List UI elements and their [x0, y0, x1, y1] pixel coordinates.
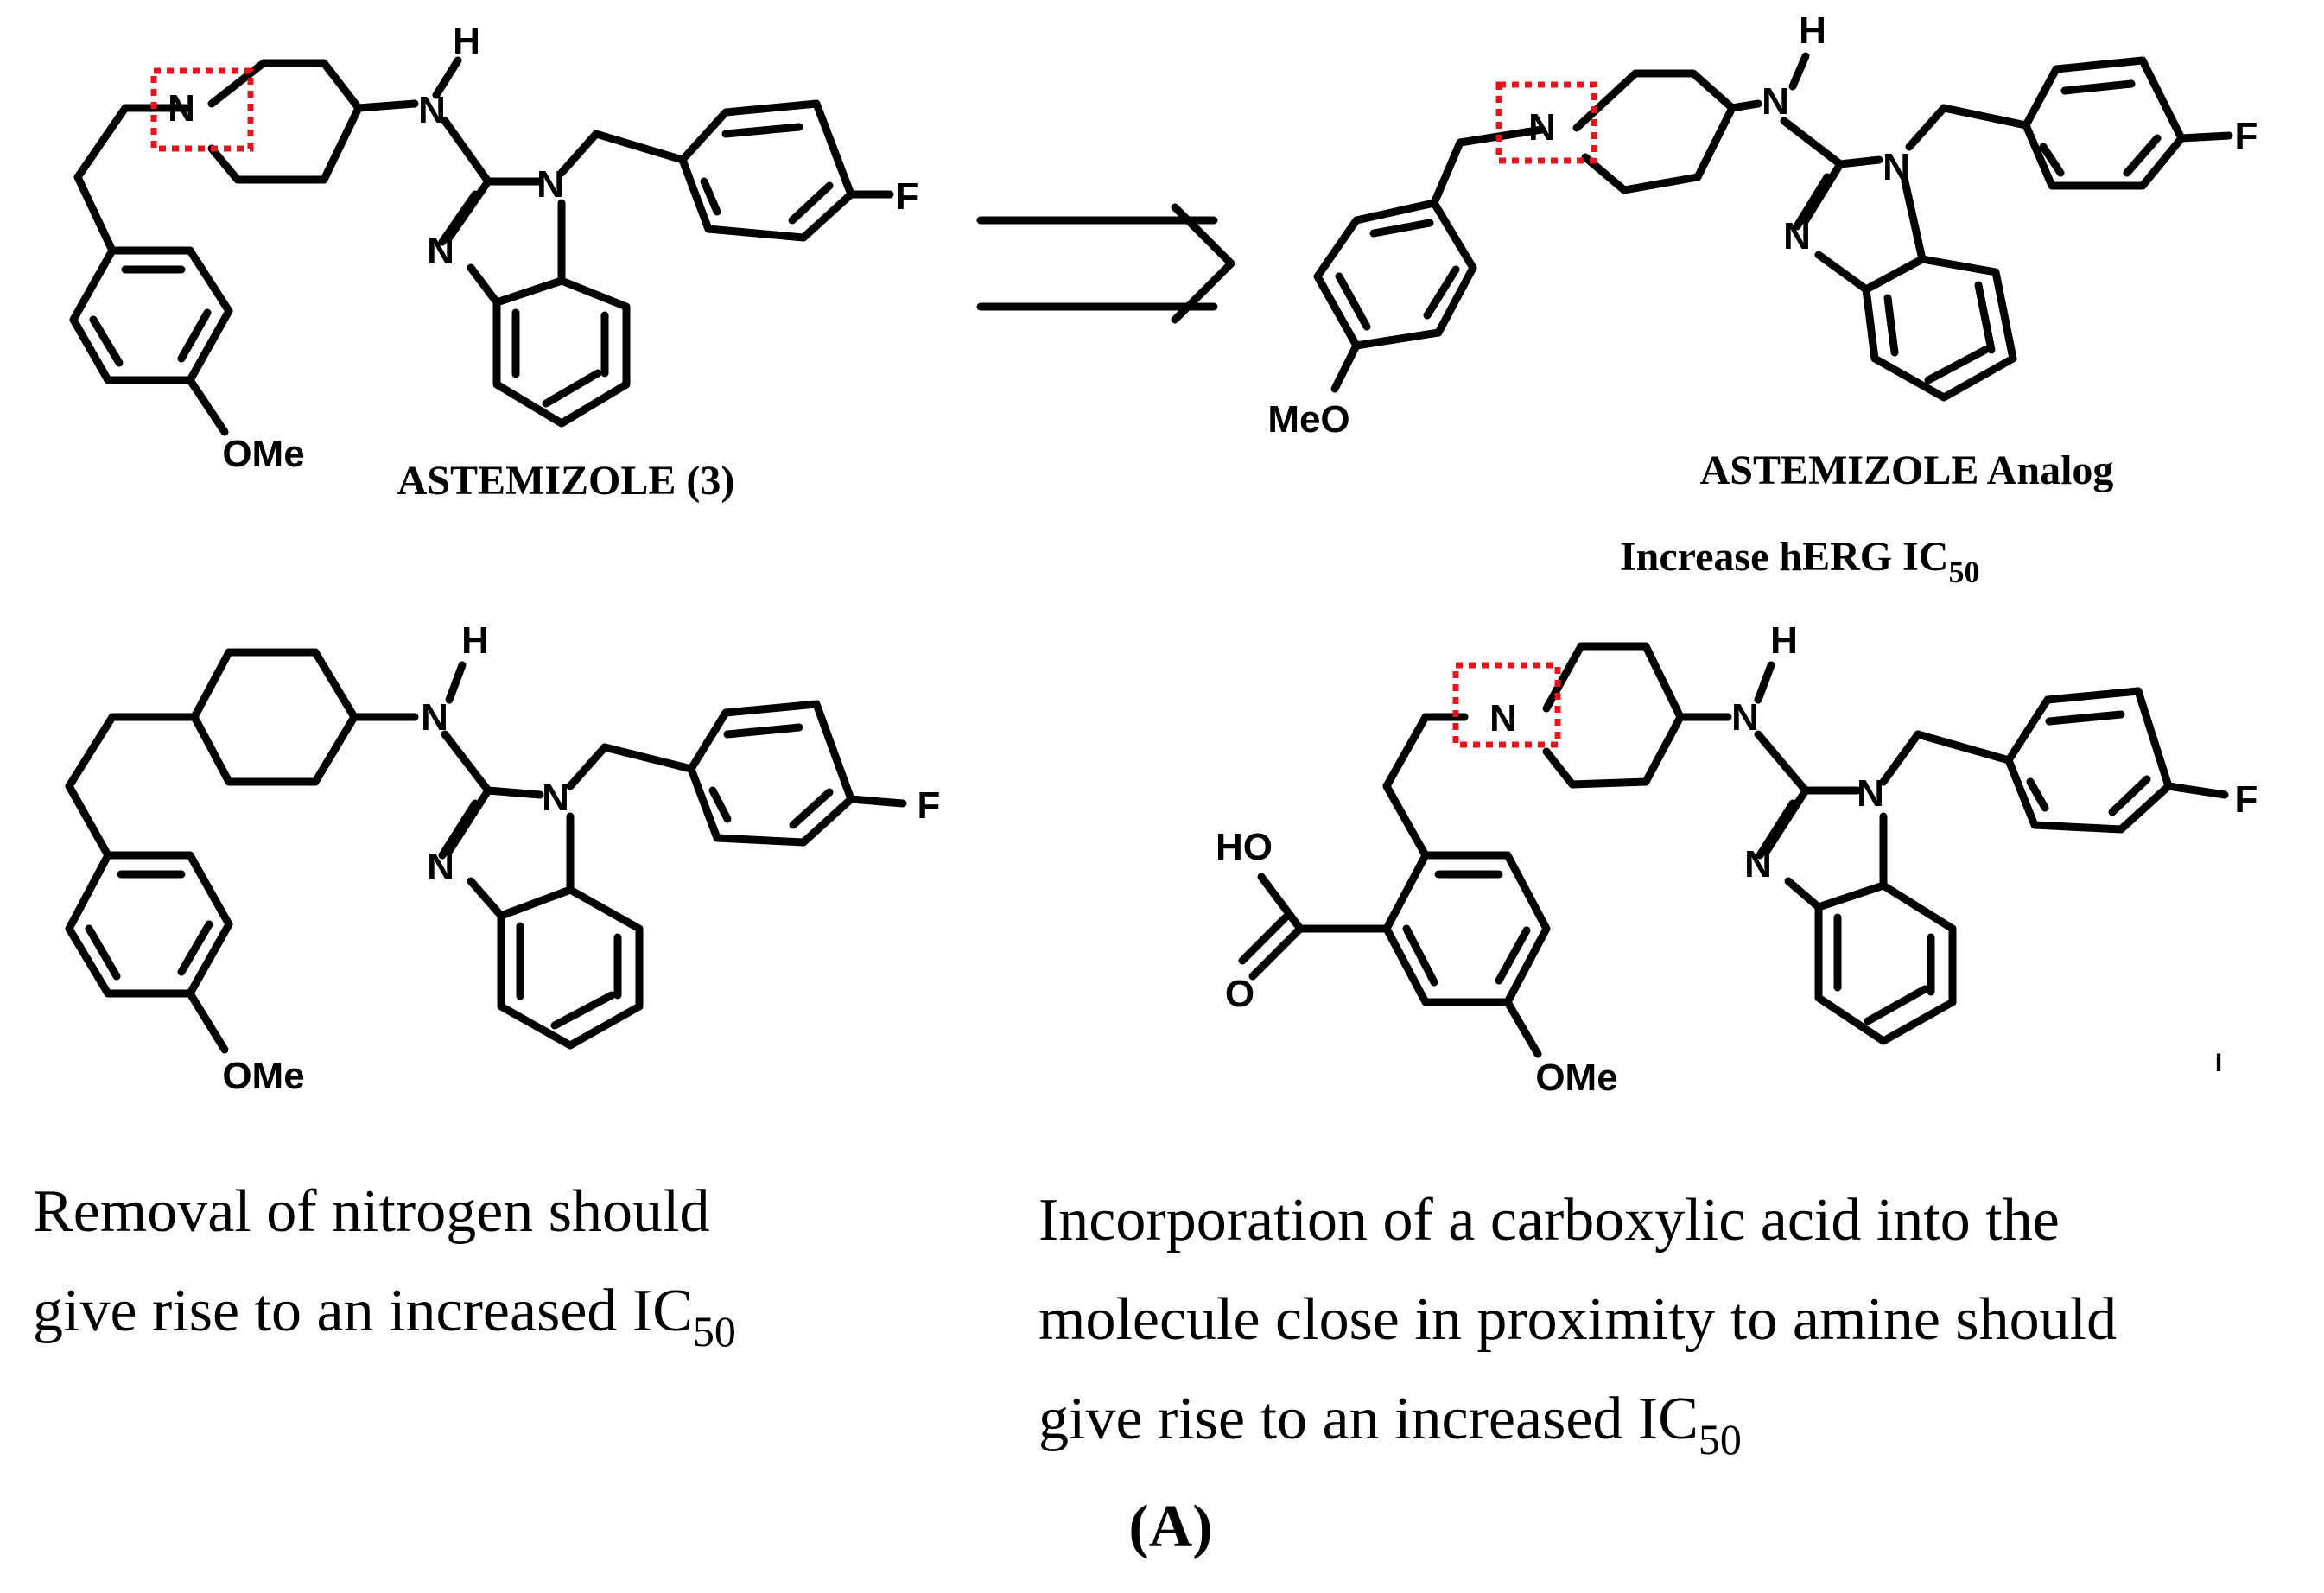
atom-benzimidazole-n1: N [1883, 146, 1910, 188]
analog-effect-note: Increase hERG IC50 [1620, 534, 1979, 589]
atom-fluorine: F [918, 784, 941, 827]
molecule-astemizole: N H N N N F OMe ASTEMIZOLE (3) [69, 20, 919, 504]
atom-benzimidazole-n1: N [542, 777, 569, 819]
caption-left-line2: give rise to an increased IC50 [33, 1278, 736, 1355]
atom-fluorine: F [896, 175, 919, 218]
atom-benzimidazole-n3: N [427, 846, 454, 888]
atom-amine-hydrogen: H [453, 20, 480, 62]
cyclohexyl-bonds [65, 648, 907, 1054]
caption-right-line2: molecule close in proximity to amine sho… [1038, 1286, 2117, 1353]
atom-benzimidazole-n3: N [1744, 843, 1772, 885]
atom-fluorine: F [2235, 115, 2258, 157]
caption-right-line1: Incorporation of a carboxylic acid into … [1038, 1187, 2060, 1253]
caption-left-line1: Removal of nitrogen should [33, 1178, 710, 1245]
atom-amine-nitrogen: N [421, 696, 448, 739]
atom-fluorine: F [2235, 778, 2258, 821]
group-methoxy: MeO [1267, 398, 1349, 441]
amine-nitrogen-highlight-box [1495, 81, 1597, 164]
astemizole-bonds [69, 56, 894, 436]
compound-name-analog: ASTEMIZOLE Analog [1700, 447, 2114, 493]
atom-carbonyl-oxygen: O [1225, 973, 1254, 1015]
acid-analog-bonds [1238, 642, 2229, 1058]
molecule-cyclohexyl-analog: H N N N F OMe [65, 619, 941, 1097]
panel-label: (A) [1128, 1494, 1212, 1560]
atom-amine-nitrogen: N [418, 89, 446, 131]
atom-amine-nitrogen: N [1762, 80, 1789, 123]
caption-left: Removal of nitrogen should give rise to … [33, 1178, 736, 1355]
group-methoxy: OMe [1535, 1057, 1617, 1099]
caption-right: Incorporation of a carboxylic acid into … [1038, 1187, 2117, 1463]
compound-name-astemizole: ASTEMIZOLE (3) [397, 458, 735, 504]
atom-benzimidazole-n1: N [537, 163, 564, 206]
atom-ring-nitrogen: N [1489, 697, 1517, 739]
molecule-carboxylic-acid-analog: N H N N N F OMe HO O I [1216, 619, 2257, 1099]
reaction-arrow [976, 203, 1235, 324]
analog-bonds [1313, 52, 2233, 402]
group-methoxy: OMe [222, 1055, 304, 1097]
atom-amine-hydrogen: H [1799, 10, 1826, 52]
atom-amine-nitrogen: N [1731, 696, 1759, 739]
atom-benzimidazole-n1: N [1857, 772, 1884, 815]
atom-ring-nitrogen: N [1528, 106, 1556, 149]
group-hydroxyl: HO [1216, 826, 1273, 868]
group-methoxy: OMe [222, 433, 304, 475]
atom-amine-hydrogen: H [1770, 619, 1798, 662]
molecule-astemizole-analog: N H N N N F MeO ASTEMIZOLE Analog Increa… [1267, 10, 2257, 589]
atom-amine-hydrogen: H [461, 619, 489, 662]
amine-nitrogen-highlight-box [150, 67, 254, 152]
atom-ring-nitrogen: N [168, 87, 195, 130]
stray-mark: I [2215, 1049, 2222, 1077]
caption-right-line3: give rise to an increased IC50 [1038, 1386, 1742, 1463]
atom-benzimidazole-n3: N [427, 230, 454, 272]
atom-benzimidazole-n3: N [1783, 215, 1811, 257]
